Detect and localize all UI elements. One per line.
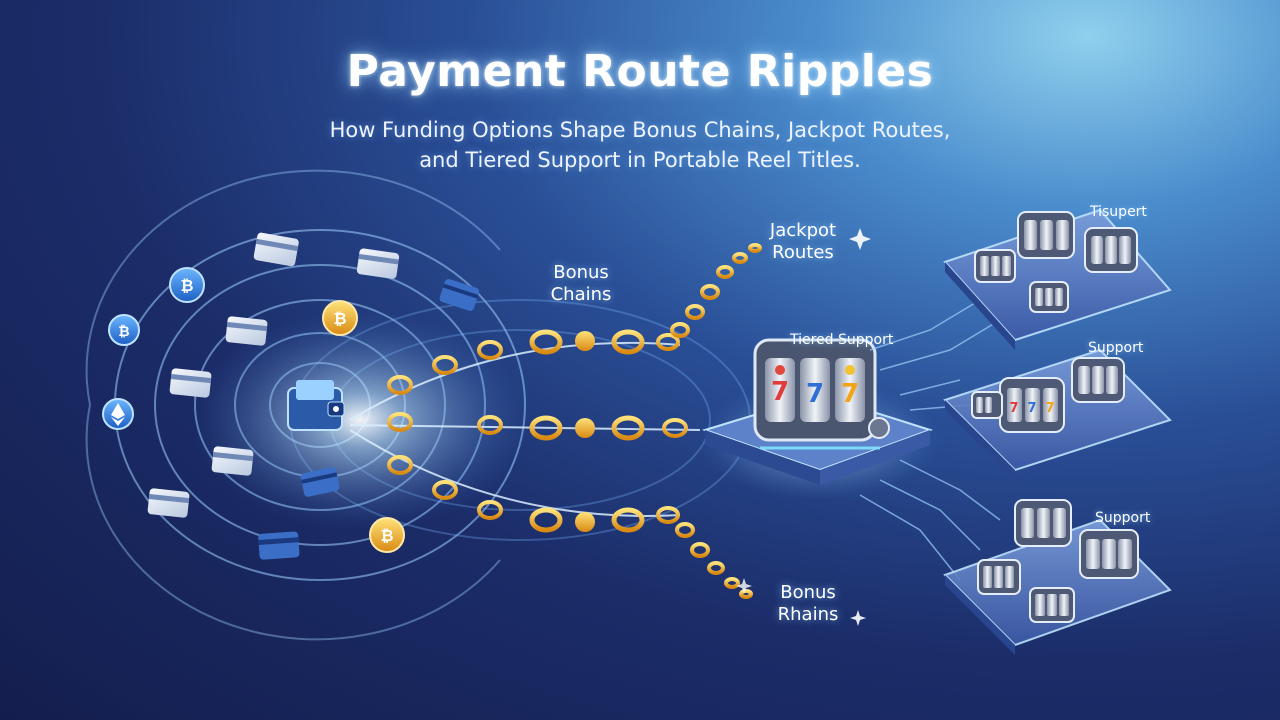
svg-text:₿: ₿ [380, 526, 393, 545]
bitcoin-icon: ₿ ₿ ₿ ₿ [108, 267, 405, 553]
sparkle-icons [736, 228, 871, 626]
svg-text:7: 7 [841, 379, 859, 409]
bonus-rhains-label: Bonus Rhains [758, 582, 858, 626]
bonus-chains-label: Bonus Chains [536, 262, 626, 306]
jackpot-routes-label-line-2: Routes [772, 242, 834, 263]
lower-route-chain [675, 522, 753, 599]
svg-text:7: 7 [1045, 401, 1054, 416]
svg-text:₿: ₿ [180, 276, 193, 295]
svg-text:7: 7 [1009, 401, 1018, 416]
page-title: Payment Route Ripples [346, 46, 934, 97]
support-circuit-lines [859, 299, 1001, 581]
jackpot-routes-label-line-1: Jackpot [769, 220, 837, 241]
bonus-chains-label-line-2: Chains [550, 284, 612, 305]
jackpot-routes-label: Jackpot Routes [748, 220, 858, 264]
jackpot-route-chain [670, 243, 762, 338]
core-glow [190, 310, 530, 530]
svg-text:7: 7 [1027, 401, 1036, 416]
panel-3-label: Support [1095, 510, 1151, 526]
slot-machine-icon: 7 7 7 [753, 338, 890, 442]
panel-1-label: Tisupert [1090, 204, 1147, 220]
bonus-chains-label-line-1: Bonus [553, 262, 609, 283]
svg-text:₿: ₿ [118, 324, 129, 340]
svg-text:7: 7 [806, 379, 824, 409]
bonus-rhains-label-line-2: Rhains [777, 604, 839, 625]
tiered-support-label: Tiered Support [790, 332, 894, 348]
wallet-icon [287, 380, 345, 431]
tier-panel-1 [943, 208, 1172, 350]
panel-2-label: Support [1088, 340, 1144, 356]
page-subtitle-line-1: How Funding Options Shape Bonus Chains, … [329, 118, 951, 142]
ethereum-icon [102, 398, 134, 430]
bonus-rhains-label-line-1: Bonus [780, 582, 836, 603]
svg-text:₿: ₿ [333, 309, 346, 328]
bonus-chain-upper [387, 329, 680, 395]
tier-panel-3 [943, 499, 1172, 655]
bonus-chain-lower [387, 455, 680, 533]
bonus-chain-middle [387, 412, 688, 441]
page-subtitle-line-2: and Tiered Support in Portable Reel Titl… [419, 148, 861, 172]
credit-card-icon [147, 232, 480, 560]
svg-text:7: 7 [771, 377, 789, 407]
